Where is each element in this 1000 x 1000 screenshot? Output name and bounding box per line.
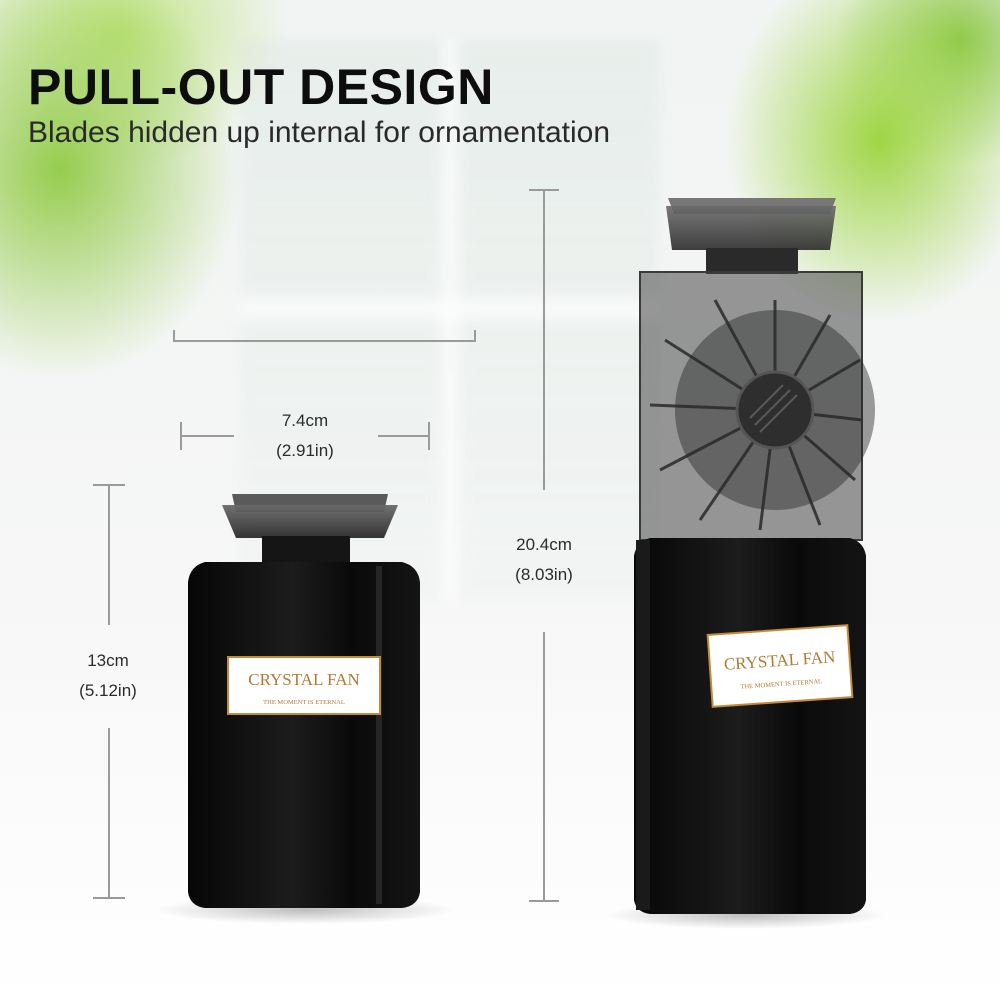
fan-hub	[735, 370, 815, 450]
closed-fan-label-title: CRYSTAL FAN	[248, 670, 360, 689]
closed-height-dimension: 13cm (5.12in)	[48, 646, 168, 706]
width-arrow-left	[180, 435, 234, 437]
width-top-guide-left-cap	[173, 330, 175, 342]
closed-height-cm: 13cm	[87, 651, 129, 670]
extended-height-cap-bottom	[529, 900, 559, 902]
closed-fan-body-edge	[376, 566, 382, 904]
closed-fan-label	[227, 656, 381, 715]
extended-height-cm: 20.4cm	[516, 535, 572, 554]
width-in: (2.91in)	[276, 441, 334, 460]
extended-height-in: (8.03in)	[515, 565, 573, 584]
headline: PULL-OUT DESIGN	[28, 59, 494, 115]
closed-height-cap-top	[93, 484, 125, 486]
closed-fan-body	[188, 562, 420, 908]
extended-fan-neck	[706, 248, 798, 274]
width-dimension: 7.4cm (2.91in)	[240, 406, 370, 466]
width-top-guide-right-cap	[474, 330, 476, 342]
width-top-guide	[173, 340, 476, 342]
extended-fan-label	[706, 624, 854, 708]
extended-height-cap-top	[529, 189, 559, 191]
extended-height-line-bottom	[543, 632, 545, 902]
extended-height-dimension: 20.4cm (8.03in)	[488, 530, 600, 590]
closed-height-in: (5.12in)	[79, 681, 137, 700]
width-arrow-left-cap	[180, 422, 182, 450]
extended-height-line-top	[543, 190, 545, 490]
closed-fan-neck	[262, 536, 350, 562]
fan-hub-grille	[749, 384, 798, 433]
extended-fan-body	[634, 538, 866, 914]
subheadline: Blades hidden up internal for ornamentat…	[28, 116, 611, 149]
width-arrow-right	[378, 435, 430, 437]
width-cm: 7.4cm	[281, 411, 329, 430]
width-arrow-right-cap	[428, 422, 430, 450]
extended-fan-cap	[666, 206, 836, 250]
closed-height-cap-bottom	[93, 897, 125, 899]
closed-fan-cap	[222, 505, 398, 538]
closed-height-line-bottom	[108, 728, 110, 898]
closed-height-line-top	[108, 485, 110, 625]
extended-fan: CRYSTAL FAN THE MOMENT IS ETERNAL	[634, 198, 875, 914]
closed-fan: CRYSTAL FAN THE MOMENT IS ETERNAL	[188, 494, 420, 908]
closed-fan-label-tagline: THE MOMENT IS ETERNAL	[263, 699, 345, 706]
extended-fan-body-edge	[636, 540, 650, 910]
